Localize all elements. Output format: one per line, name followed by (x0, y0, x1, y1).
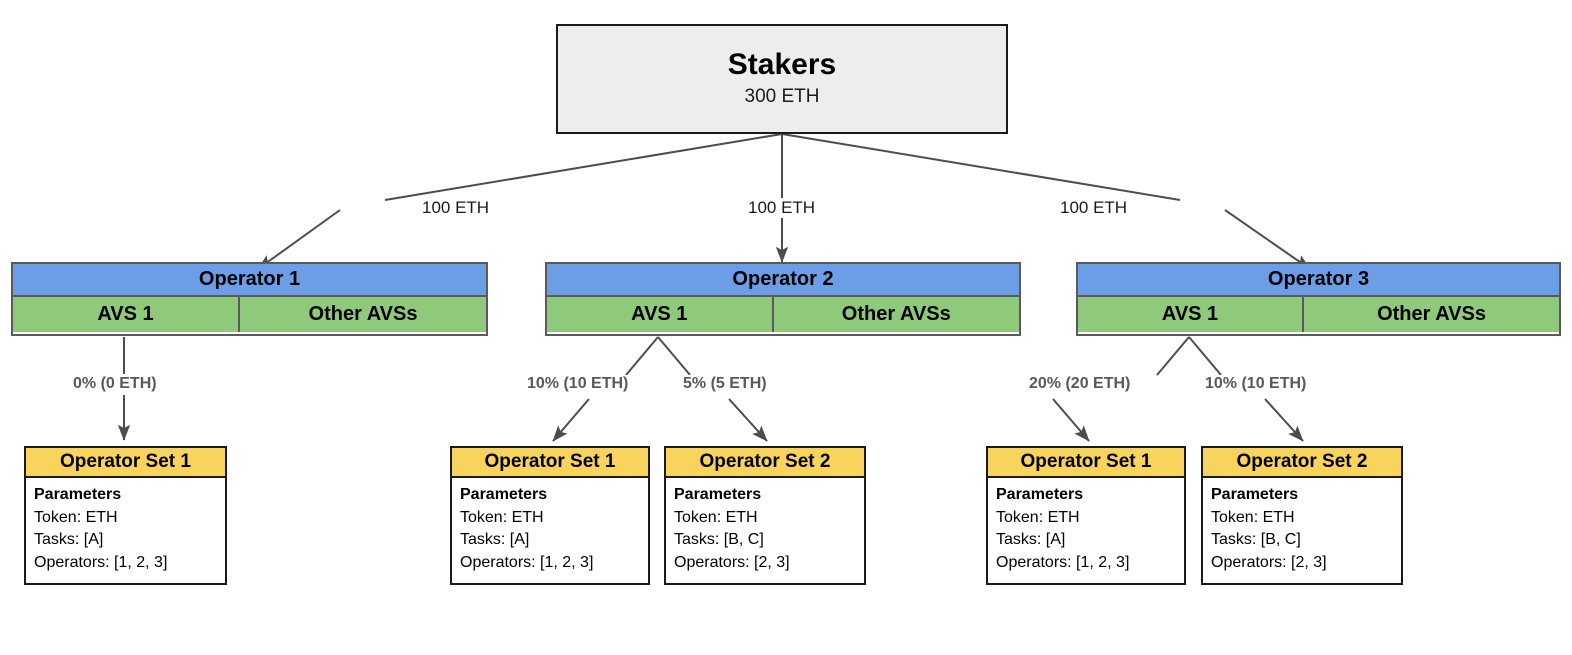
operator-set-2-body: Parameters Token: ETH Tasks: [A] Operato… (450, 478, 650, 585)
operator-1-other-avs-cell: Other AVSs (240, 297, 486, 332)
stakers-title: Stakers (727, 48, 837, 82)
operator-3-header: Operator 3 (1078, 264, 1559, 297)
edge-op3-set2-upper (1188, 336, 1222, 376)
operator-1-avs-row: AVS 1 Other AVSs (13, 297, 486, 332)
allocation-label-op1-set1: 0% (0 ETH) (70, 375, 160, 393)
edge-stakers-op1-upper (384, 133, 783, 201)
stake-edge-label-2: 100 ETH (745, 198, 819, 218)
operator-set-5-operators: Operators: [2, 3] (1211, 554, 1327, 572)
edge-op2-set1-lower (552, 398, 590, 442)
operator-set-3-token: Token: ETH (674, 508, 758, 526)
operator-set-4-params-heading: Parameters (996, 486, 1084, 503)
operator-2-header: Operator 2 (547, 264, 1019, 297)
operator-node-2: Operator 2 AVS 1 Other AVSs (545, 262, 1021, 336)
operator-set-5-params-heading: Parameters (1211, 486, 1299, 503)
operator-set-4-operators: Operators: [1, 2, 3] (996, 554, 1130, 572)
operator-set-2-tasks: Tasks: [A] (460, 531, 530, 549)
stakers-node: Stakers 300 ETH (556, 24, 1008, 134)
operator-set-1-header: Operator Set 1 (24, 446, 227, 478)
operator-3-avs-row: AVS 1 Other AVSs (1078, 297, 1559, 332)
edge-stakers-op1-lower (257, 209, 341, 270)
operator-2-other-avs-cell: Other AVSs (773, 297, 1019, 332)
operator-set-4-body: Parameters Token: ETH Tasks: [A] Operato… (986, 478, 1186, 585)
operator-3-other-avs-cell: Other AVSs (1304, 297, 1559, 332)
operator-node-3: Operator 3 AVS 1 Other AVSs (1076, 262, 1561, 336)
operator-set-3-operators: Operators: [2, 3] (674, 554, 790, 572)
operator-set-node-1: Operator Set 1 Parameters Token: ETH Tas… (24, 446, 227, 585)
operator-set-node-5: Operator Set 2 Parameters Token: ETH Tas… (1201, 446, 1403, 585)
operator-2-avs1-cell: AVS 1 (547, 297, 774, 332)
operator-set-4-token: Token: ETH (996, 508, 1080, 526)
operator-2-avs-row: AVS 1 Other AVSs (547, 297, 1019, 332)
operator-1-avs1-cell: AVS 1 (13, 297, 241, 332)
allocation-label-op2-set2: 5% (5 ETH) (680, 375, 770, 393)
operator-set-3-body: Parameters Token: ETH Tasks: [B, C] Oper… (664, 478, 866, 585)
operator-set-1-tasks: Tasks: [A] (34, 531, 104, 549)
operator-set-2-header: Operator Set 1 (450, 446, 650, 478)
allocation-label-op3-set2: 10% (10 ETH) (1202, 375, 1310, 393)
edge-op3-set1-lower (1052, 398, 1090, 442)
edge-op3-set1-upper (1156, 336, 1190, 376)
edge-stakers-op3-lower (1224, 209, 1311, 270)
operator-set-3-header: Operator Set 2 (664, 446, 866, 478)
stake-edge-label-1: 100 ETH (419, 198, 493, 218)
stakers-amount: 300 ETH (744, 85, 820, 107)
allocation-label-op3-set1: 20% (20 ETH) (1026, 375, 1134, 393)
operator-set-5-header: Operator Set 2 (1201, 446, 1403, 478)
operator-1-header: Operator 1 (13, 264, 486, 297)
stake-edge-label-3: 100 ETH (1057, 198, 1131, 218)
operator-set-2-token: Token: ETH (460, 508, 544, 526)
operator-set-1-params-heading: Parameters (34, 486, 122, 503)
operator-set-3-tasks: Tasks: [B, C] (674, 531, 764, 549)
operator-set-5-tasks: Tasks: [B, C] (1211, 531, 1301, 549)
edge-op2-set2-upper (657, 336, 691, 376)
operator-set-node-3: Operator Set 2 Parameters Token: ETH Tas… (664, 446, 866, 585)
edge-op3-set2-lower (1264, 398, 1304, 442)
operator-set-node-4: Operator Set 1 Parameters Token: ETH Tas… (986, 446, 1186, 585)
operator-set-3-params-heading: Parameters (674, 486, 762, 503)
operator-3-avs1-cell: AVS 1 (1078, 297, 1305, 332)
operator-set-2-operators: Operators: [1, 2, 3] (460, 554, 594, 572)
operator-set-1-operators: Operators: [1, 2, 3] (34, 554, 168, 572)
operator-set-1-body: Parameters Token: ETH Tasks: [A] Operato… (24, 478, 227, 585)
edge-op2-set2-lower (728, 398, 768, 442)
operator-set-1-token: Token: ETH (34, 508, 118, 526)
operator-set-node-2: Operator Set 1 Parameters Token: ETH Tas… (450, 446, 650, 585)
operator-set-5-body: Parameters Token: ETH Tasks: [B, C] Oper… (1201, 478, 1403, 585)
operator-set-5-token: Token: ETH (1211, 508, 1295, 526)
allocation-label-op2-set1: 10% (10 ETH) (524, 375, 632, 393)
operator-set-4-header: Operator Set 1 (986, 446, 1186, 478)
operator-set-2-params-heading: Parameters (460, 486, 548, 503)
edge-stakers-op3-upper (781, 133, 1181, 201)
edge-op2-set1-upper (625, 336, 659, 376)
operator-node-1: Operator 1 AVS 1 Other AVSs (11, 262, 488, 336)
operator-set-4-tasks: Tasks: [A] (996, 531, 1066, 549)
